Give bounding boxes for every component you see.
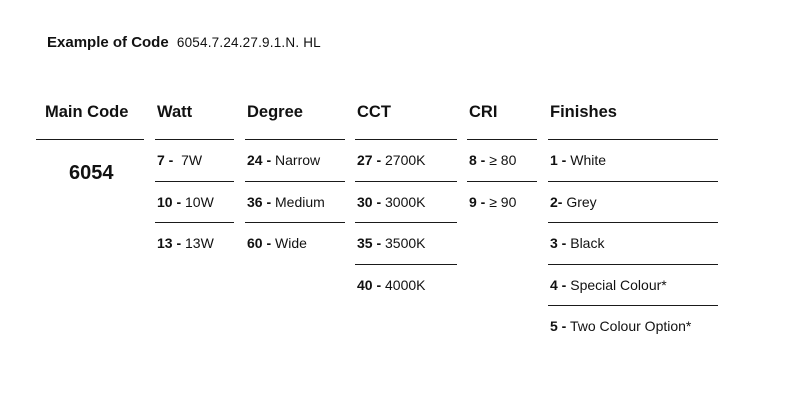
column-header-watt: Watt: [157, 103, 193, 121]
cell-watt: 13 - 13W: [157, 235, 214, 251]
cell-code: 13 -: [157, 235, 182, 251]
row-rule: [155, 222, 234, 223]
cell-description: 3000K: [381, 193, 426, 210]
cell-cri: 8 - ≥ 80: [469, 152, 516, 168]
cell-description: ≥ 90: [485, 193, 517, 210]
row-rule: [155, 180, 234, 182]
row-rule: [548, 222, 718, 223]
header-rule: [245, 139, 345, 140]
cell-code: 5 -: [550, 318, 567, 334]
column-header-degree: Degree: [247, 103, 303, 121]
row-rule: [355, 263, 457, 265]
cell-description: Narrow: [271, 152, 321, 168]
column-header-finishes: Finishes: [550, 103, 617, 121]
cell-watt: 7 - 7W: [157, 152, 202, 168]
cell-code: 3 -: [550, 235, 567, 251]
header-rule: [355, 139, 457, 140]
cell-cct: 35 - 3500K: [357, 235, 426, 251]
cell-description: 2700K: [381, 152, 426, 168]
cell-cri: 9 - ≥ 90: [469, 194, 516, 210]
cell-code: 7 -: [157, 152, 174, 168]
row-rule: [548, 263, 718, 265]
cell-code: 27 -: [357, 152, 382, 168]
cell-description: Wide: [271, 235, 307, 251]
cell-finishes: 2- Grey: [550, 194, 597, 210]
cell-description: ≥ 80: [485, 152, 517, 168]
cell-cct: 40 - 4000K: [357, 277, 426, 293]
cell-finishes: 4 - Special Colour*: [550, 277, 667, 293]
column-header-main-code: Main Code: [45, 103, 129, 121]
cell-degree: 24 - Narrow: [247, 152, 320, 168]
row-rule: [548, 305, 718, 306]
row-rule: [467, 180, 537, 182]
cell-description: 13W: [181, 235, 214, 251]
cell-description: Grey: [562, 193, 597, 210]
cell-code: 24 -: [247, 152, 272, 168]
main-code-value: 6054: [69, 162, 114, 184]
cell-degree: 60 - Wide: [247, 235, 307, 251]
cell-code: 35 -: [357, 235, 382, 251]
cell-finishes: 3 - Black: [550, 235, 604, 251]
cell-code: 1 -: [550, 152, 567, 168]
cell-finishes: 1 - White: [550, 152, 606, 168]
cell-finishes: 5 - Two Colour Option*: [550, 318, 691, 334]
cell-description: 4000K: [381, 276, 426, 293]
cell-cct: 30 - 3000K: [357, 194, 426, 210]
cell-description: Two Colour Option*: [566, 318, 692, 334]
cell-code: 10 -: [157, 193, 182, 210]
header-rule: [548, 139, 718, 140]
column-header-cri: CRI: [469, 103, 498, 121]
cell-code: 2-: [550, 193, 563, 210]
cell-code: 9 -: [469, 193, 486, 210]
header-rule: [467, 139, 537, 140]
cell-description: 3500K: [381, 235, 426, 251]
header-rule: [36, 139, 144, 140]
row-rule: [355, 180, 457, 182]
cell-watt: 10 - 10W: [157, 194, 214, 210]
row-rule: [355, 222, 457, 223]
cell-description: 10W: [181, 193, 214, 210]
cell-description: Special Colour*: [566, 276, 667, 293]
cell-description: Black: [566, 235, 605, 251]
cell-code: 8 -: [469, 152, 486, 168]
cell-description: 7W: [173, 152, 203, 168]
row-rule: [245, 222, 345, 223]
example-code: 6054.7.24.27.9.1.N. HL: [176, 35, 321, 50]
cell-degree: 36 - Medium: [247, 194, 325, 210]
column-header-cct: CCT: [357, 103, 391, 121]
example-label: Example of Code: [47, 34, 169, 51]
header-rule: [155, 139, 234, 140]
cell-code: 36 -: [247, 193, 272, 210]
cell-cct: 27 - 2700K: [357, 152, 426, 168]
example-code-line: Example of Code 6054.7.24.27.9.1.N. HL: [47, 34, 321, 51]
cell-description: White: [566, 152, 607, 168]
cell-code: 30 -: [357, 193, 382, 210]
row-rule: [548, 180, 718, 182]
cell-code: 4 -: [550, 276, 567, 293]
cell-description: Medium: [271, 193, 325, 210]
cell-code: 40 -: [357, 276, 382, 293]
row-rule: [245, 180, 345, 182]
cell-code: 60 -: [247, 235, 272, 251]
